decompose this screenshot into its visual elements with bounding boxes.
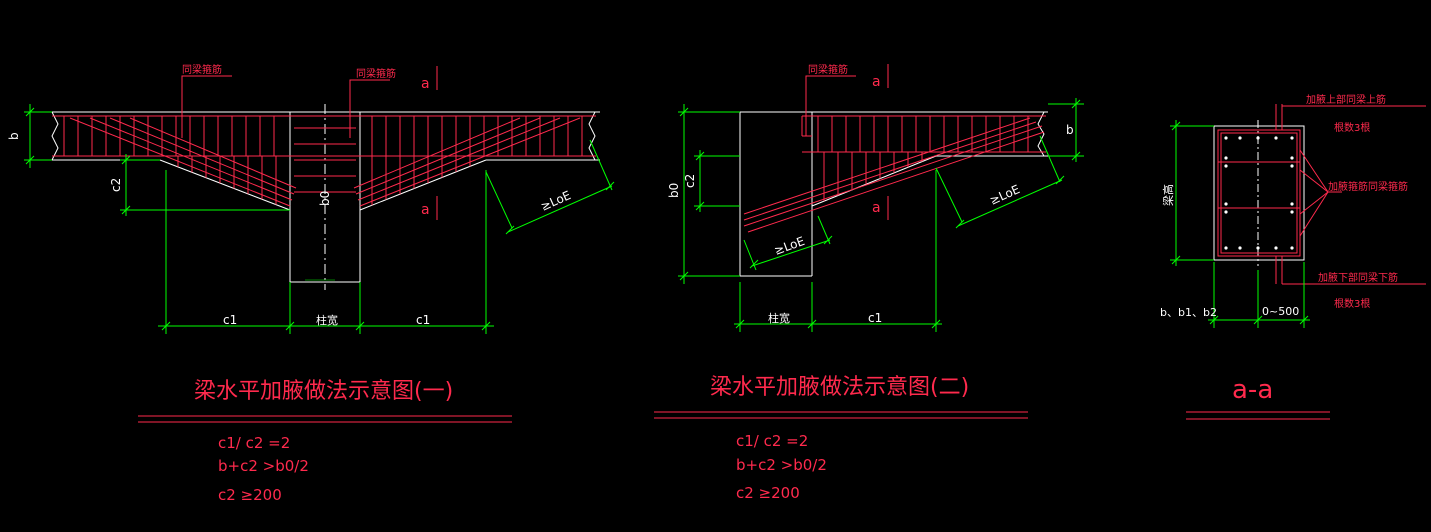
rebar-dot: [1224, 136, 1228, 140]
fig1-dim-b0: b0: [318, 191, 332, 206]
rebar-dot: [1238, 136, 1242, 140]
rebar-dot: [1256, 246, 1260, 250]
section-label-bottom-bars-count: 根数3根: [1334, 297, 1370, 310]
section-label-stirrup: 加腋箍筋同梁箍筋: [1328, 180, 1408, 193]
fig1-formula-3: c2 ≥200: [218, 486, 282, 504]
haunch-bar: [69, 117, 291, 207]
section-rebar: [1217, 104, 1426, 285]
rebar-dot: [1290, 136, 1294, 140]
fig2-dim-c1: c1: [868, 311, 882, 325]
fig1-label-same-stirrup-left: 同梁箍筋: [182, 63, 222, 76]
fig2-label-same-stirrup: 同梁箍筋: [808, 63, 848, 76]
section-dimensions: [1170, 120, 1310, 328]
rebar-dot: [1290, 164, 1294, 168]
fig2-dim-c2: c2: [683, 174, 697, 188]
fig2-rebar: [743, 115, 1046, 233]
fig1-anchor-left: ≥LoE: [539, 188, 573, 214]
fig1-dim-b: b: [7, 132, 21, 140]
fig2-anchor-left: ≥LoE: [772, 234, 806, 258]
section-dim-haunch: 0~500: [1262, 305, 1299, 318]
fig2-formula-3: c2 ≥200: [736, 484, 800, 502]
section-dim-width: b、b1、b2: [1160, 306, 1217, 319]
rebar-dot: [1274, 246, 1278, 250]
rebar-dot: [1224, 164, 1228, 168]
fig1-dim-c1-left: c1: [223, 313, 237, 327]
fig2-dimensions: [678, 98, 1084, 332]
fig1-dim-c1-right: c1: [416, 313, 430, 327]
haunch-bar: [353, 117, 521, 189]
fig2-formula-1: c1/ c2 =2: [736, 432, 808, 450]
fig2-title: 梁水平加腋做法示意图(二): [710, 375, 969, 400]
section-a-a: 加腋上部同梁上筋 根数3根 加腋箍筋同梁箍筋 加腋下部同梁下筋 根数3根 梁高 …: [1160, 93, 1426, 420]
haunch-bar: [355, 117, 541, 195]
haunch-bar: [129, 117, 297, 189]
haunch-bar: [743, 121, 1037, 221]
haunch-bar: [747, 131, 1045, 233]
rebar-dot: [1256, 136, 1260, 140]
haunch-bar: [743, 117, 1031, 215]
figure-1: 同梁箍筋 同梁箍筋 a a b c2 b0 ≥LoE c1 柱宽 c1 梁水平加…: [7, 63, 615, 504]
figure-2: 同梁箍筋 a a b0 c2 b ≥LoE ≥LoE 柱宽 c1 梁水平加腋做法…: [654, 63, 1084, 502]
section-label-top-bars-count: 根数3根: [1334, 121, 1370, 134]
section-dim-height: 梁高: [1161, 184, 1175, 206]
fig1-section-mark-bottom: a: [421, 202, 430, 218]
fig2-leaders: [805, 64, 889, 220]
section-title: a-a: [1232, 375, 1273, 405]
fig2-dim-b: b: [1066, 123, 1074, 137]
fig2-dim-b0: b0: [667, 183, 681, 198]
section-label-top-bars: 加腋上部同梁上筋: [1306, 93, 1386, 106]
fig1-label-same-stirrup-right: 同梁箍筋: [356, 67, 396, 80]
rebar-dot: [1224, 156, 1228, 160]
haunch-bar: [109, 117, 295, 195]
fig1-leaders: [181, 66, 438, 220]
fig1-formula-2: b+c2 >b0/2: [218, 457, 309, 475]
fig1-section-mark-top: a: [421, 76, 430, 92]
rebar-dot: [1290, 202, 1294, 206]
fig2-dim-col-width: 柱宽: [768, 311, 790, 325]
haunch-bar: [357, 117, 561, 201]
fig1-dim-c2: c2: [109, 178, 123, 192]
rebar-dot: [1290, 210, 1294, 214]
rebar-dot: [1274, 136, 1278, 140]
fig2-anchor-right: ≥LoE: [988, 182, 1022, 208]
rebar-dot: [1238, 246, 1242, 250]
fig1-outline: [51, 104, 600, 290]
haunch-bar: [743, 125, 1043, 227]
fig1-rebar: [52, 115, 596, 207]
fig2-formula-2: b+c2 >b0/2: [736, 456, 827, 474]
rebar-dot: [1224, 246, 1228, 250]
fig2-outline: [739, 111, 1048, 277]
fig1-title: 梁水平加腋做法示意图(一): [194, 379, 453, 404]
rebar-dot: [1224, 210, 1228, 214]
fig1-formula-1: c1/ c2 =2: [218, 434, 290, 452]
fig1-dimensions: [24, 104, 615, 334]
rebar-dot: [1224, 202, 1228, 206]
section-outline: [1213, 120, 1305, 266]
section-label-bottom-bars: 加腋下部同梁下筋: [1318, 271, 1398, 284]
fig2-section-mark-top: a: [872, 74, 881, 90]
rebar-dot: [1290, 246, 1294, 250]
fig2-section-mark-bottom: a: [872, 200, 881, 216]
rebar-dot: [1290, 156, 1294, 160]
haunch-bar: [89, 117, 293, 201]
section-bars: [1224, 136, 1294, 250]
fig1-dim-col-width: 柱宽: [316, 313, 338, 327]
